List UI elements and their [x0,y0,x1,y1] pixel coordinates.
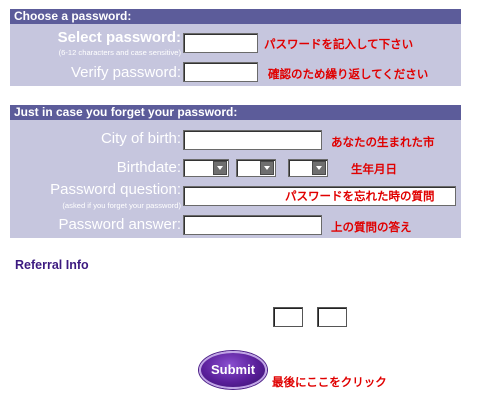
password-question-sublabel: (asked if you forget your password) [62,201,181,210]
birthdate-hint: 生年月日 [351,162,397,176]
referral-input-2[interactable] [317,307,347,327]
password-panel-header: Choose a password: [10,9,461,24]
city-of-birth-hint: あなたの生まれた市 [331,135,435,149]
recovery-panel: Just in case you forget your password: [10,105,461,238]
password-question-input[interactable] [183,186,456,206]
verify-password-input[interactable] [183,62,258,82]
recovery-panel-header: Just in case you forget your password: [10,105,461,120]
verify-password-label: Verify password: [70,64,181,81]
select-password-sublabel: (6-12 characters and case sensitive) [58,48,181,57]
birthdate-label: Birthdate: [116,159,181,176]
verify-password-hint: 確認のため繰り返してください [268,67,429,81]
city-of-birth-label: City of birth: [100,130,181,147]
select-password-input[interactable] [183,33,258,53]
select-password-hint: パスワードを記入して下さい [264,37,414,51]
chevron-down-icon [213,161,227,175]
submit-hint: 最後にここをクリック [272,375,387,389]
chevron-down-icon [260,161,274,175]
password-answer-hint: 上の質問の答え [331,220,412,234]
chevron-down-icon [312,161,326,175]
submit-button[interactable]: Submit [199,351,267,389]
select-password-label: Select password: [57,29,181,46]
city-of-birth-input[interactable] [183,130,322,150]
password-question-label: Password question: [50,181,181,198]
birthdate-month-select[interactable] [183,159,229,177]
password-answer-label: Password answer: [58,216,181,233]
referral-input-1[interactable] [273,307,303,327]
birthdate-year-select[interactable] [288,159,328,177]
referral-info-heading: Referral Info [15,258,89,272]
birthdate-day-select[interactable] [236,159,276,177]
password-answer-input[interactable] [183,215,322,235]
password-question-hint: パスワードを忘れた時の質問 [285,189,435,203]
